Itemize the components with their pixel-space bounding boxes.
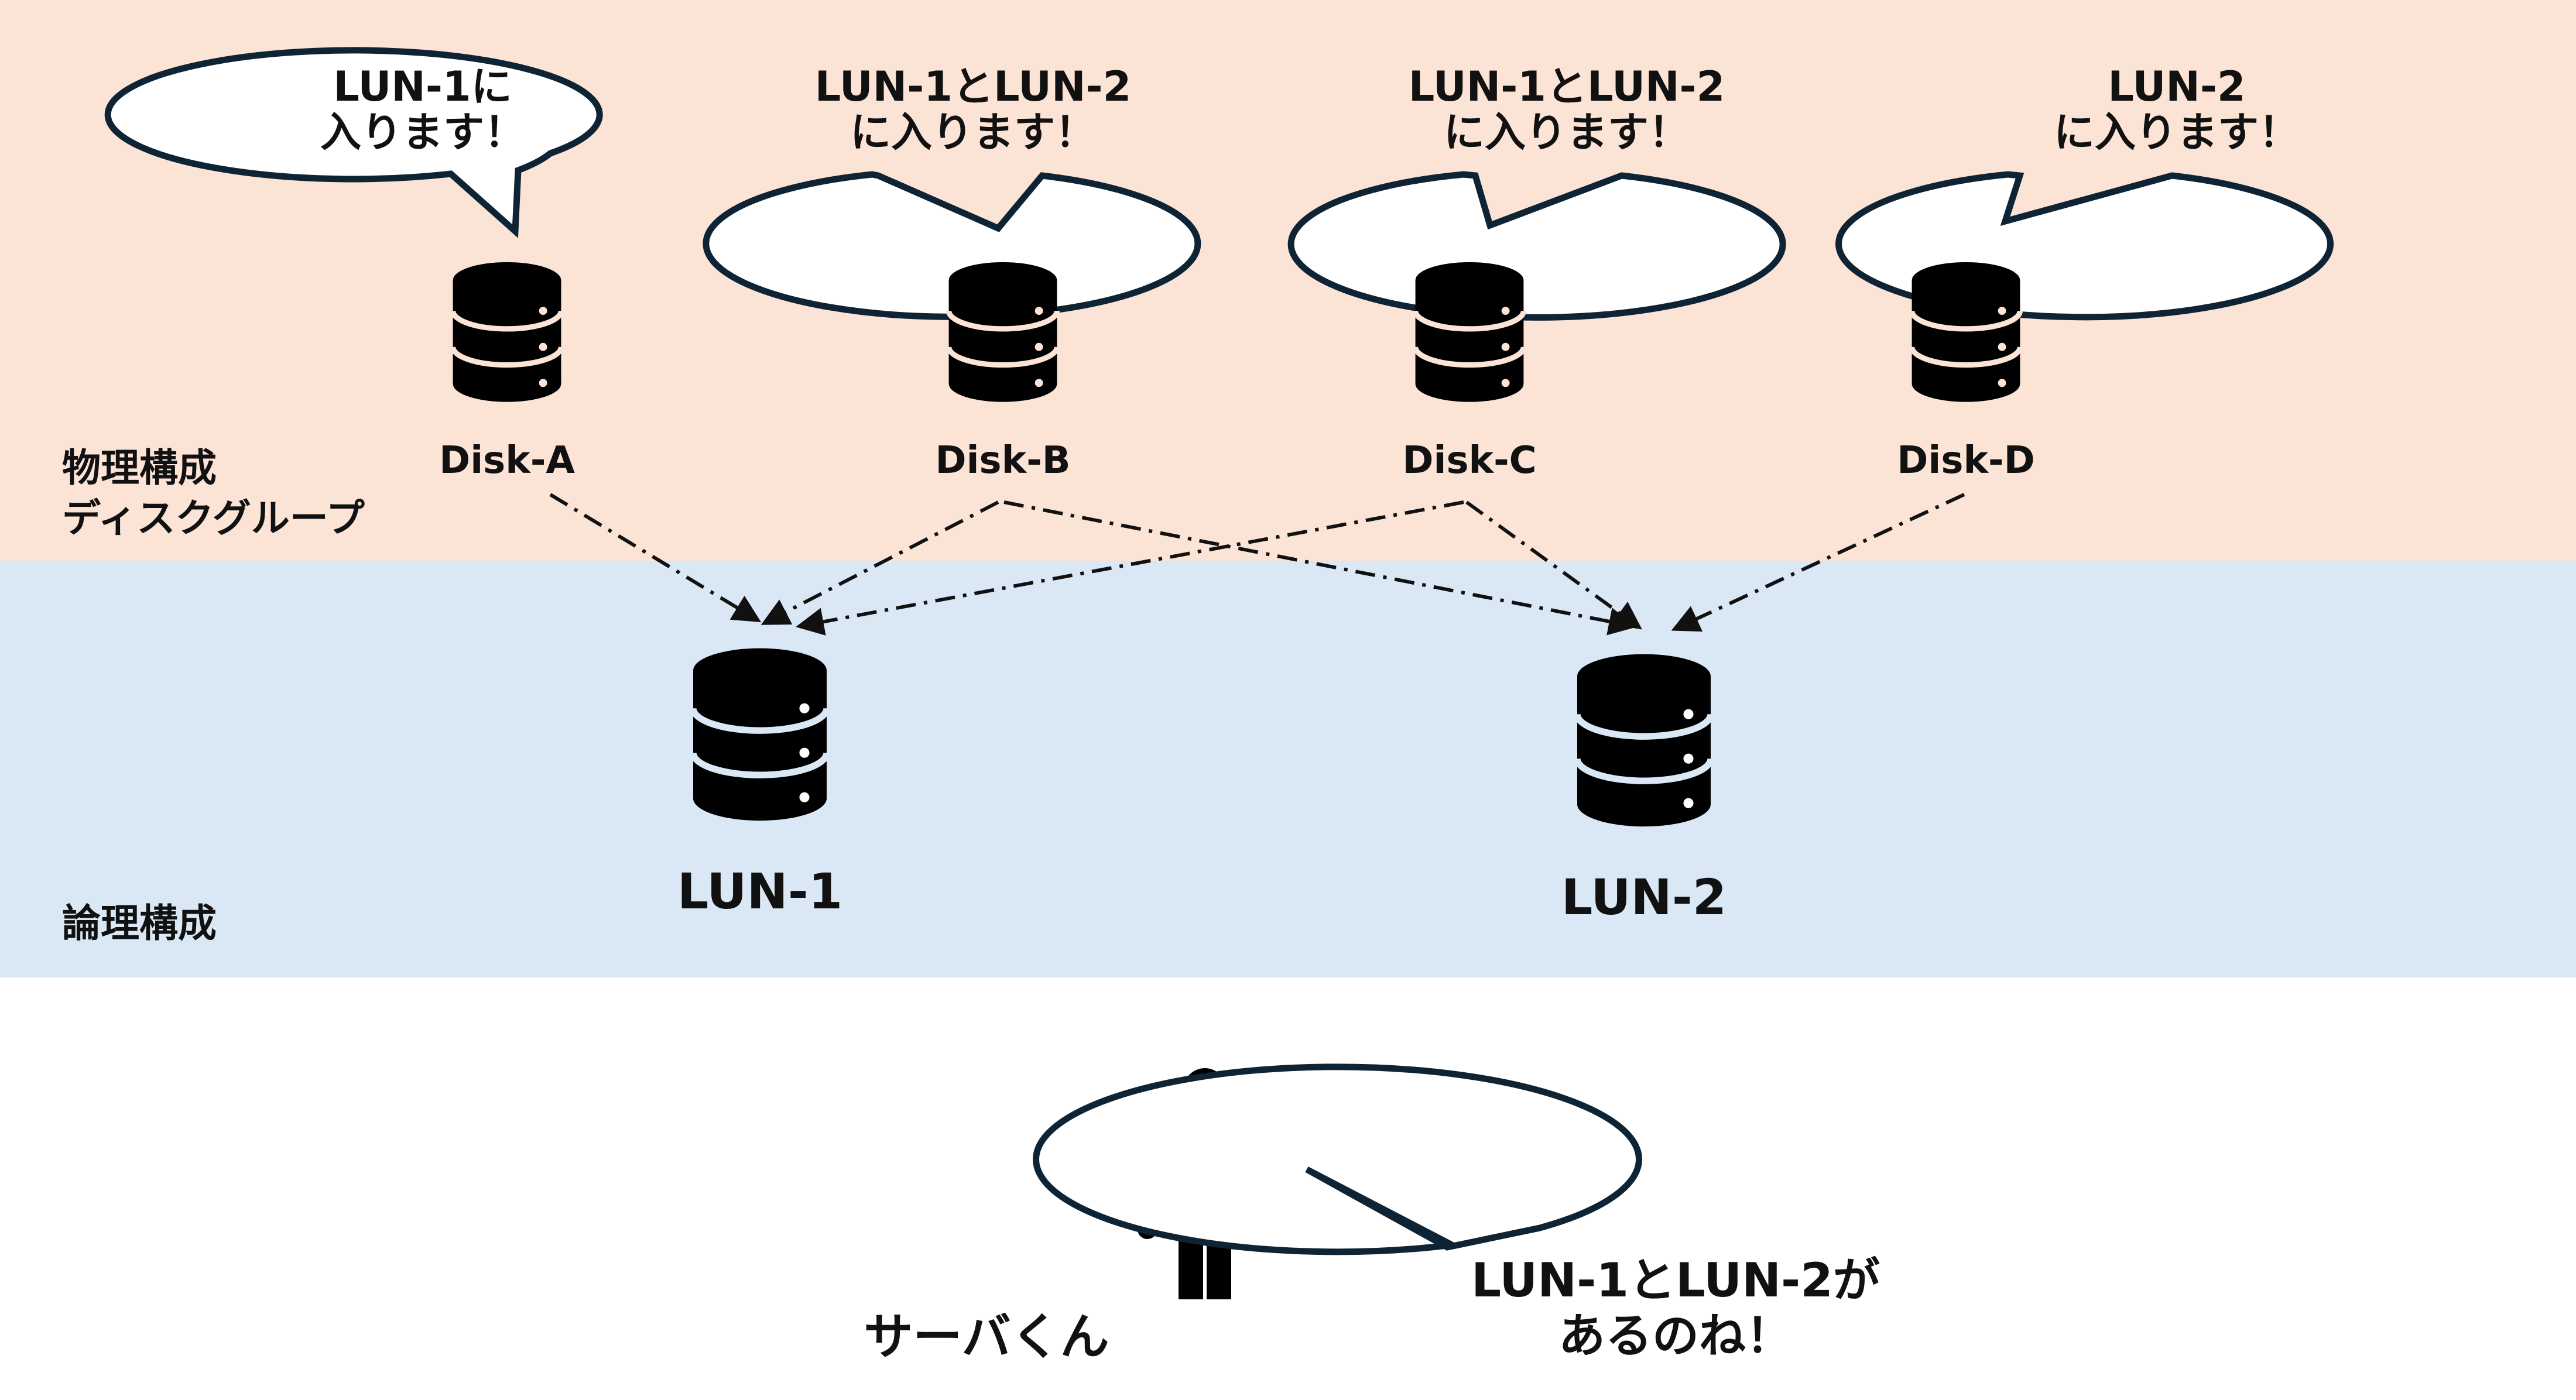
svg-text:LUN-1とLUN-2が: LUN-1とLUN-2が: [1471, 1253, 1880, 1308]
logical-section-label: 論理構成: [62, 901, 217, 946]
svg-text:LUN-2: LUN-2: [2108, 63, 2245, 111]
svg-text:に入ります！: に入ります！: [2054, 108, 2300, 156]
lun-1-label: LUN-1: [677, 863, 842, 920]
svg-text:に入ります！: に入ります！: [850, 108, 1096, 156]
disk-d-label: Disk-D: [1897, 439, 2034, 482]
svg-text:入ります！: 入ります！: [320, 108, 525, 156]
server-label: サーバくん: [864, 1308, 1109, 1365]
logical-band: [0, 561, 2576, 977]
disk-a-label: Disk-A: [439, 439, 575, 482]
lun-2-database-icon: [1577, 654, 1711, 827]
disk-a-speech-bubble: LUN-1に 入ります！: [104, 47, 603, 238]
arrow-disk-b-to-lun-2: [1003, 500, 1637, 636]
svg-text:あるのね！: あるのね！: [1558, 1309, 1793, 1363]
arrow-disk-d-to-lun-2: [1671, 493, 1965, 632]
disk-a-database-icon: [453, 262, 561, 402]
disk-b-database-icon: [949, 262, 1057, 402]
server-speech-bubble: LUN-1とLUN-2が あるのね！: [1033, 1063, 1880, 1363]
lun-1-database-icon: [693, 648, 827, 821]
arrow-disk-c-to-lun-2: [1465, 500, 1642, 630]
svg-text:LUN-1とLUN-2: LUN-1とLUN-2: [815, 63, 1132, 111]
disk-group-section-label: ディスクグループ: [62, 496, 365, 541]
disk-c-speech-bubble: LUN-1とLUN-2 に入ります！: [1287, 63, 1786, 321]
disk-c-label: Disk-C: [1402, 439, 1536, 482]
lun-2-label: LUN-2: [1561, 869, 1727, 926]
disk-d-database-icon: [1912, 262, 2020, 402]
arrow-disk-c-to-lun-1: [796, 500, 1464, 636]
arrow-disk-a-to-lun-1: [549, 493, 762, 623]
disk-b-label: Disk-B: [935, 439, 1070, 482]
svg-text:LUN-1とLUN-2: LUN-1とLUN-2: [1409, 63, 1725, 111]
svg-text:LUN-1に: LUN-1に: [333, 63, 512, 111]
svg-text:に入ります！: に入ります！: [1444, 108, 1690, 156]
arrow-disk-b-to-lun-1: [761, 500, 999, 625]
disk-c-database-icon: [1416, 262, 1524, 402]
physical-section-label: 物理構成: [62, 445, 217, 490]
